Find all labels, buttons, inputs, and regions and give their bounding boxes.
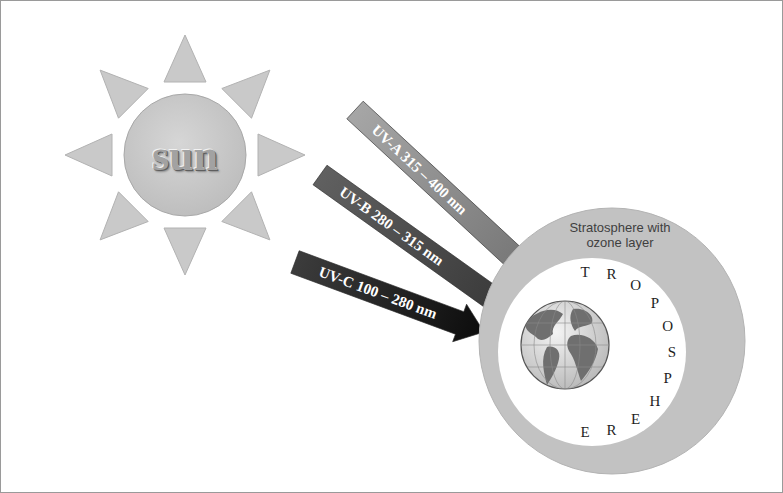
globe-map: [521, 301, 609, 389]
sun-ray: [164, 35, 206, 82]
troposphere-letter: H: [650, 394, 661, 409]
troposphere-letter: O: [630, 277, 641, 292]
troposphere-label: TROPOSPHERE: [498, 258, 686, 446]
sun-ray: [100, 70, 148, 118]
continent: [570, 309, 592, 331]
troposphere-letter: P: [651, 295, 659, 310]
sun-disc-fill: [124, 94, 246, 216]
sun-ray: [222, 70, 270, 118]
troposphere-letter: E: [580, 424, 589, 439]
troposphere-letter: S: [668, 345, 676, 360]
parallel: [521, 323, 609, 324]
sun-ray: [164, 228, 206, 275]
parallel: [521, 345, 609, 346]
troposphere-letter: E: [631, 412, 640, 427]
troposphere-letter: R: [606, 422, 616, 437]
sun-circle: sun: [123, 93, 247, 217]
globe-disc: [521, 301, 609, 389]
sun-ray: [222, 192, 270, 240]
parallel: [521, 367, 609, 368]
continent: [567, 335, 598, 381]
sun-ray: [100, 192, 148, 240]
sun-ray: [258, 134, 305, 176]
troposphere-ring: TROPOSPHERE: [498, 258, 686, 446]
sun-ray: [65, 134, 112, 176]
sun-rays: [65, 35, 305, 275]
continent: [525, 310, 563, 340]
sun-label: sun: [152, 130, 218, 181]
stratosphere-label: Stratosphere with ozone layer: [561, 220, 679, 250]
troposphere-letter: O: [662, 319, 673, 334]
stratosphere-fill: [479, 208, 745, 474]
stratosphere-circle: Stratosphere with ozone layer: [478, 207, 746, 475]
globe-illustration: [498, 258, 686, 446]
troposphere-letter: R: [606, 267, 616, 282]
uv-arrow-body: [288, 243, 491, 351]
globe: [521, 301, 609, 389]
troposphere-fill: [498, 258, 686, 446]
troposphere-letter: T: [580, 265, 589, 280]
troposphere-letter: P: [663, 371, 671, 386]
